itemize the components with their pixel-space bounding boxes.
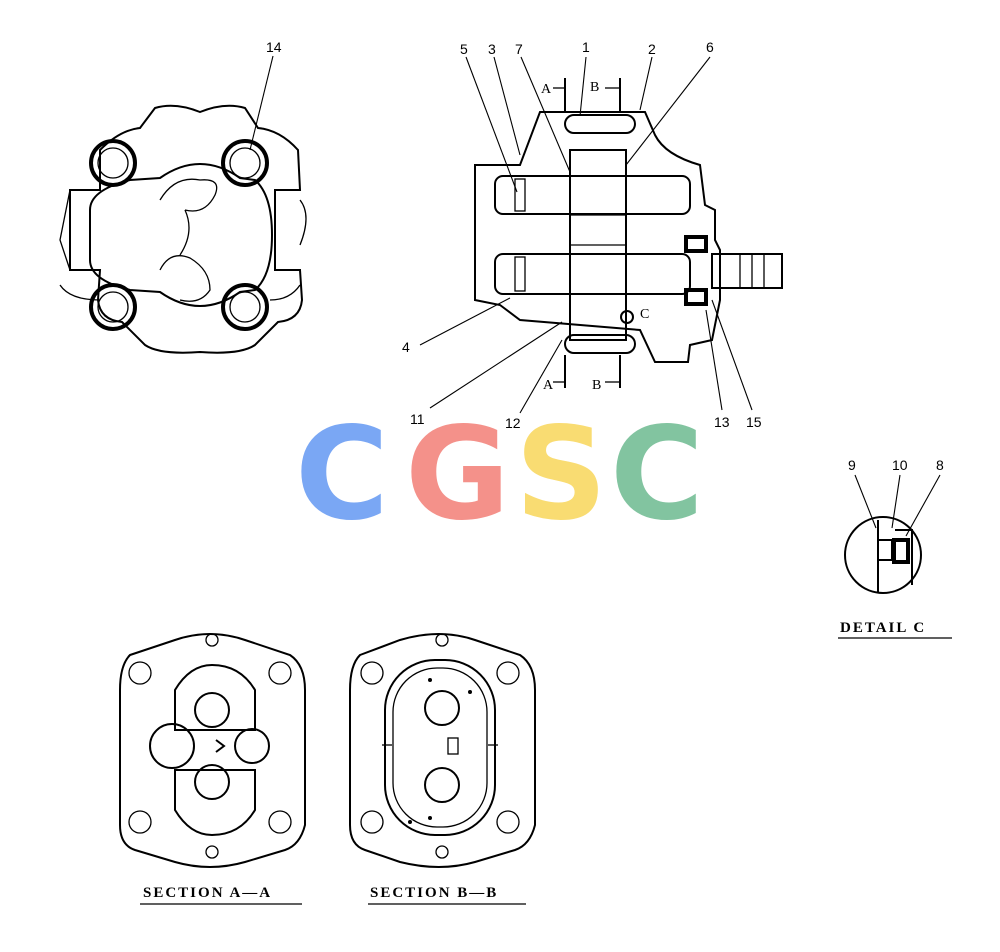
watermark-letter-2: G xyxy=(405,400,510,549)
callout-1: 1 xyxy=(582,39,590,55)
section-mark-a-bottom: A xyxy=(543,378,554,393)
caption-section-bb: SECTION B—B xyxy=(370,885,498,901)
watermark-letter-4: C xyxy=(610,400,704,549)
callout-10: 10 xyxy=(892,457,908,473)
callout-12: 12 xyxy=(505,415,521,431)
side-view: A B A B C 5 3 7 1 2 6 4 11 12 13 15 xyxy=(402,39,783,431)
callout-9: 9 xyxy=(848,457,856,473)
bolt-boss-bottom-left xyxy=(89,283,137,331)
detail-mark-c: C xyxy=(640,307,649,322)
callout-8: 8 xyxy=(936,457,944,473)
callout-13: 13 xyxy=(714,414,730,430)
bolt-boss-top-right xyxy=(221,139,269,187)
callout-2: 2 xyxy=(648,41,656,57)
callout-15: 15 xyxy=(746,414,762,430)
section-mark-b-bottom: B xyxy=(592,378,601,393)
callout-7: 7 xyxy=(515,41,523,57)
callout-4: 4 xyxy=(402,339,410,355)
callout-11: 11 xyxy=(410,411,425,427)
callout-3: 3 xyxy=(488,41,496,57)
section-mark-a-top: A xyxy=(541,82,552,97)
callout-6: 6 xyxy=(706,39,714,55)
callout-5: 5 xyxy=(460,41,468,57)
detail-c-view: 9 10 8 DETAIL C xyxy=(838,457,952,639)
front-view: 14 xyxy=(59,39,307,354)
caption-section-aa: SECTION A—A xyxy=(143,885,272,901)
bolt-boss-top-left xyxy=(89,139,137,187)
watermark-letter-1: C xyxy=(295,400,389,549)
watermark-letter-3: S xyxy=(515,400,607,549)
callout-14: 14 xyxy=(266,39,282,55)
section-bb-view: SECTION B—B xyxy=(349,633,536,905)
bolt-boss-bottom-right xyxy=(221,283,269,331)
caption-detail-c: DETAIL C xyxy=(840,620,926,636)
cgsc-watermark: C G S C xyxy=(295,400,704,549)
section-aa-view: SECTION A—A xyxy=(119,633,306,905)
section-mark-b-top: B xyxy=(590,80,599,95)
